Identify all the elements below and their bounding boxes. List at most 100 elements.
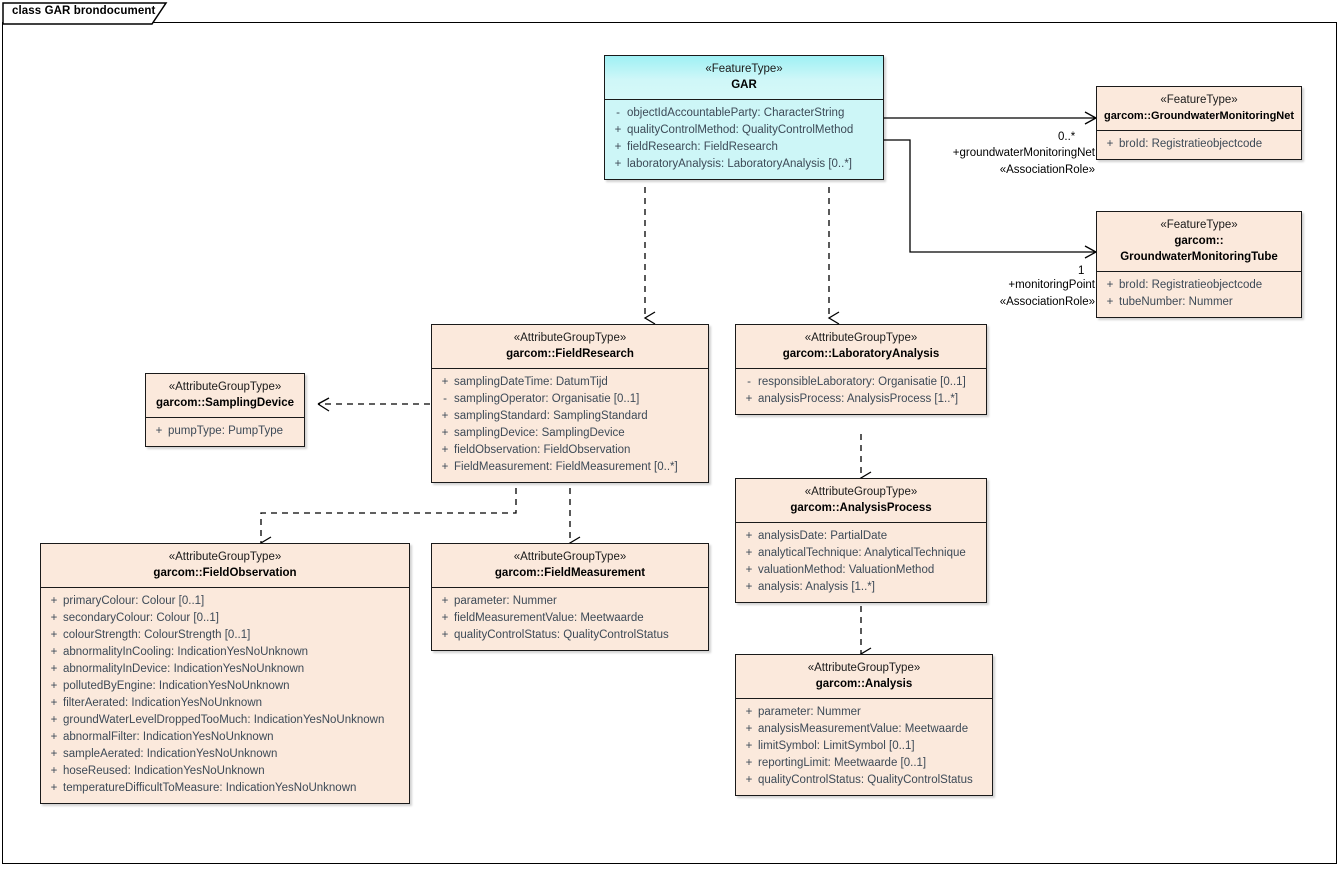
attribute-visibility: + (50, 663, 58, 675)
attribute-text: samplingDevice: SamplingDevice (454, 427, 625, 439)
class-name: garcom::SamplingDevice (155, 397, 295, 409)
attribute-visibility: + (50, 765, 58, 777)
class-box-groundwatermonitoringtube[interactable]: «FeatureType» garcom:: GroundwaterMonito… (1096, 211, 1302, 318)
attribute-visibility: + (441, 376, 449, 388)
association-multiplicity-groundwatermonitoringtube: 1 (1078, 265, 1085, 277)
attribute-visibility: + (441, 461, 449, 473)
attribute-row: + analysisMeasurementValue: Meetwaarde (740, 721, 988, 738)
class-header-gar: «FeatureType» GAR (605, 56, 883, 100)
class-attributes-fieldobservation: + primaryColour: Colour [0..1] + seconda… (41, 588, 409, 803)
attribute-text: limitSymbol: LimitSymbol [0..1] (758, 740, 915, 752)
attribute-visibility: + (745, 723, 753, 735)
attribute-text: analysis: Analysis [1..*] (758, 581, 875, 593)
attribute-visibility: + (50, 782, 58, 794)
attribute-visibility: - (443, 393, 447, 405)
attribute-visibility: + (155, 425, 163, 437)
class-attributes-fieldmeasurement: + parameter: Nummer + fieldMeasurementVa… (432, 588, 708, 650)
class-box-gar[interactable]: «FeatureType» GAR - objectIdAccountableP… (604, 55, 884, 180)
attribute-row: + parameter: Nummer (436, 593, 704, 610)
attribute-row: + qualityControlStatus: QualityControlSt… (436, 627, 704, 644)
attribute-text: hoseReused: IndicationYesNoUnknown (63, 765, 265, 777)
class-box-fieldresearch[interactable]: «AttributeGroupType» garcom::FieldResear… (431, 324, 709, 483)
association-multiplicity-groundwatermonitoringnet: 0..* (1058, 131, 1076, 143)
attribute-text: samplingDateTime: DatumTijd (454, 376, 608, 388)
diagram-frame-title-tab: class GAR brondocument (2, 2, 168, 25)
attribute-visibility: + (1106, 279, 1114, 291)
attribute-row: + samplingDateTime: DatumTijd (436, 374, 704, 391)
attribute-visibility: + (745, 530, 753, 542)
attribute-text: pumpType: PumpType (168, 425, 284, 437)
class-attributes-samplingdevice: + pumpType: PumpType (146, 418, 304, 446)
attribute-text: fieldResearch: FieldResearch (627, 141, 778, 153)
attribute-visibility: - (616, 107, 620, 119)
attribute-row: + reportingLimit: Meetwaarde [0..1] (740, 755, 988, 772)
attribute-row: + groundWaterLevelDroppedTooMuch: Indica… (45, 712, 405, 729)
attribute-text: broId: Registratieobjectcode (1119, 279, 1263, 291)
attribute-row: + samplingStandard: SamplingStandard (436, 408, 704, 425)
attribute-text: laboratoryAnalysis: LaboratoryAnalysis [… (627, 158, 852, 170)
class-box-analysisprocess[interactable]: «AttributeGroupType» garcom::AnalysisPro… (735, 478, 987, 603)
class-name-line1: garcom:: (1174, 235, 1224, 247)
attribute-text: valuationMethod: ValuationMethod (758, 564, 935, 576)
attribute-text: samplingOperator: Organisatie [0..1] (454, 393, 640, 405)
attribute-row: + pollutedByEngine: IndicationYesNoUnkno… (45, 678, 405, 695)
class-stereotype: «FeatureType» (705, 63, 783, 75)
class-box-groundwatermonitoringnet[interactable]: «FeatureType» garcom::GroundwaterMonitor… (1096, 86, 1302, 160)
class-stereotype: «AttributeGroupType» (804, 332, 918, 344)
class-box-laboratoryanalysis[interactable]: «AttributeGroupType» garcom::LaboratoryA… (735, 324, 987, 415)
class-box-fieldobservation[interactable]: «AttributeGroupType» garcom::FieldObserv… (40, 543, 410, 804)
attribute-row: + analysis: Analysis [1..*] (740, 579, 982, 596)
attribute-row: + fieldMeasurementValue: Meetwaarde (436, 610, 704, 627)
attribute-text: qualityControlMethod: QualityControlMeth… (627, 124, 854, 136)
diagram-frame (2, 22, 1337, 864)
attribute-text: abnormalityInDevice: IndicationYesNoUnkn… (63, 663, 305, 675)
attribute-row: + limitSymbol: LimitSymbol [0..1] (740, 738, 988, 755)
attribute-visibility: + (614, 124, 622, 136)
attribute-text: FieldMeasurement: FieldMeasurement [0..*… (454, 461, 678, 473)
attribute-visibility: + (745, 757, 753, 769)
attribute-visibility: + (50, 680, 58, 692)
class-stereotype: «AttributeGroupType» (513, 332, 627, 344)
attribute-row: + abnormalityInCooling: IndicationYesNoU… (45, 644, 405, 661)
attribute-text: broId: Registratieobjectcode (1119, 138, 1263, 150)
class-attributes-fieldresearch: + samplingDateTime: DatumTijd - sampling… (432, 369, 708, 482)
attribute-text: fieldObservation: FieldObservation (454, 444, 631, 456)
class-stereotype: «AttributeGroupType» (168, 551, 282, 563)
attribute-row: + analysisDate: PartialDate (740, 528, 982, 545)
class-box-fieldmeasurement[interactable]: «AttributeGroupType» garcom::FieldMeasur… (431, 543, 709, 651)
class-box-samplingdevice[interactable]: «AttributeGroupType» garcom::SamplingDev… (145, 373, 305, 447)
attribute-text: temperatureDifficultToMeasure: Indicatio… (63, 782, 357, 794)
attribute-row: + fieldResearch: FieldResearch (609, 139, 879, 156)
class-name: garcom::FieldObservation (153, 567, 297, 579)
attribute-visibility: + (50, 714, 58, 726)
attribute-visibility: + (50, 731, 58, 743)
attribute-text: qualityControlStatus: QualityControlStat… (454, 629, 669, 641)
class-box-analysis[interactable]: «AttributeGroupType» garcom::Analysis + … (735, 654, 993, 796)
attribute-row: + fieldObservation: FieldObservation (436, 442, 704, 459)
attribute-visibility: + (50, 646, 58, 658)
class-header-fieldmeasurement: «AttributeGroupType» garcom::FieldMeasur… (432, 544, 708, 588)
class-attributes-groundwatermonitoringtube: + broId: Registratieobjectcode + tubeNum… (1097, 272, 1301, 317)
attribute-visibility: - (747, 376, 751, 388)
attribute-row: + abnormalFilter: IndicationYesNoUnknown (45, 729, 405, 746)
attribute-visibility: + (1106, 138, 1114, 150)
attribute-row: + laboratoryAnalysis: LaboratoryAnalysis… (609, 156, 879, 173)
class-header-analysis: «AttributeGroupType» garcom::Analysis (736, 655, 992, 699)
class-name: garcom::FieldMeasurement (494, 567, 646, 579)
class-attributes-groundwatermonitoringnet: + broId: Registratieobjectcode (1097, 131, 1301, 159)
class-attributes-analysis: + parameter: Nummer + analysisMeasuremen… (736, 699, 992, 795)
attribute-visibility: + (614, 141, 622, 153)
attribute-text: pollutedByEngine: IndicationYesNoUnknown (63, 680, 290, 692)
attribute-text: filterAerated: IndicationYesNoUnknown (63, 697, 263, 709)
attribute-row: + FieldMeasurement: FieldMeasurement [0.… (436, 459, 704, 476)
attribute-row: - responsibleLaboratory: Organisatie [0.… (740, 374, 982, 391)
class-stereotype: «AttributeGroupType» (513, 551, 627, 563)
attribute-text: tubeNumber: Nummer (1119, 296, 1233, 308)
association-role-groundwatermonitoringtube: +monitoringPoint (1008, 279, 1095, 291)
attribute-row: + primaryColour: Colour [0..1] (45, 593, 405, 610)
class-attributes-gar: - objectIdAccountableParty: CharacterStr… (605, 100, 883, 179)
class-name: garcom::FieldResearch (506, 348, 634, 360)
attribute-visibility: + (441, 410, 449, 422)
class-header-fieldresearch: «AttributeGroupType» garcom::FieldResear… (432, 325, 708, 369)
